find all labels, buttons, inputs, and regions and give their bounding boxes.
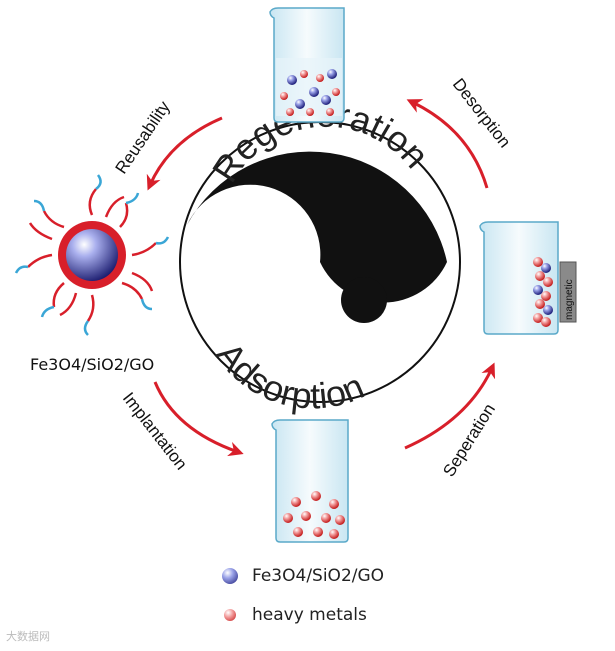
arrow-seperation xyxy=(404,362,496,450)
cycle-arrows xyxy=(146,99,496,457)
arrow-desorption xyxy=(406,99,489,189)
yin-dot xyxy=(240,218,284,262)
desorption-label: Desorption xyxy=(449,75,515,151)
arrow-implantation xyxy=(153,381,244,457)
reusability-label: Reusability xyxy=(112,97,175,177)
particles-mixed xyxy=(280,69,340,116)
composite-label: Fe3O4/SiO2/GO xyxy=(30,355,154,374)
beaker-desorbed xyxy=(269,7,345,123)
seperation-label: Seperation xyxy=(439,400,499,480)
particle-cluster xyxy=(533,257,553,327)
legend-label: Fe3O4/SiO2/GO xyxy=(252,566,385,586)
arrow-reusability xyxy=(146,116,223,191)
implantation-label: Implantation xyxy=(119,389,191,474)
legend-item-heavy-metals: heavy metals xyxy=(222,605,367,625)
watermark: 大数据网 xyxy=(6,630,50,643)
magnet-label: magnetic xyxy=(564,279,575,320)
blue-sphere-icon xyxy=(222,568,238,584)
legend-item-composite: Fe3O4/SiO2/GO xyxy=(222,566,384,586)
legend-label: heavy metals xyxy=(252,605,367,625)
particles-heavy-metal xyxy=(283,491,345,539)
composite-particle xyxy=(14,174,170,336)
magnet xyxy=(559,261,577,323)
yin-yang-symbol xyxy=(179,121,461,403)
beaker-separation: magnetic xyxy=(479,221,577,335)
beaker-adsorption xyxy=(271,419,349,543)
red-sphere-icon xyxy=(224,609,236,621)
yang-dot xyxy=(341,277,387,323)
